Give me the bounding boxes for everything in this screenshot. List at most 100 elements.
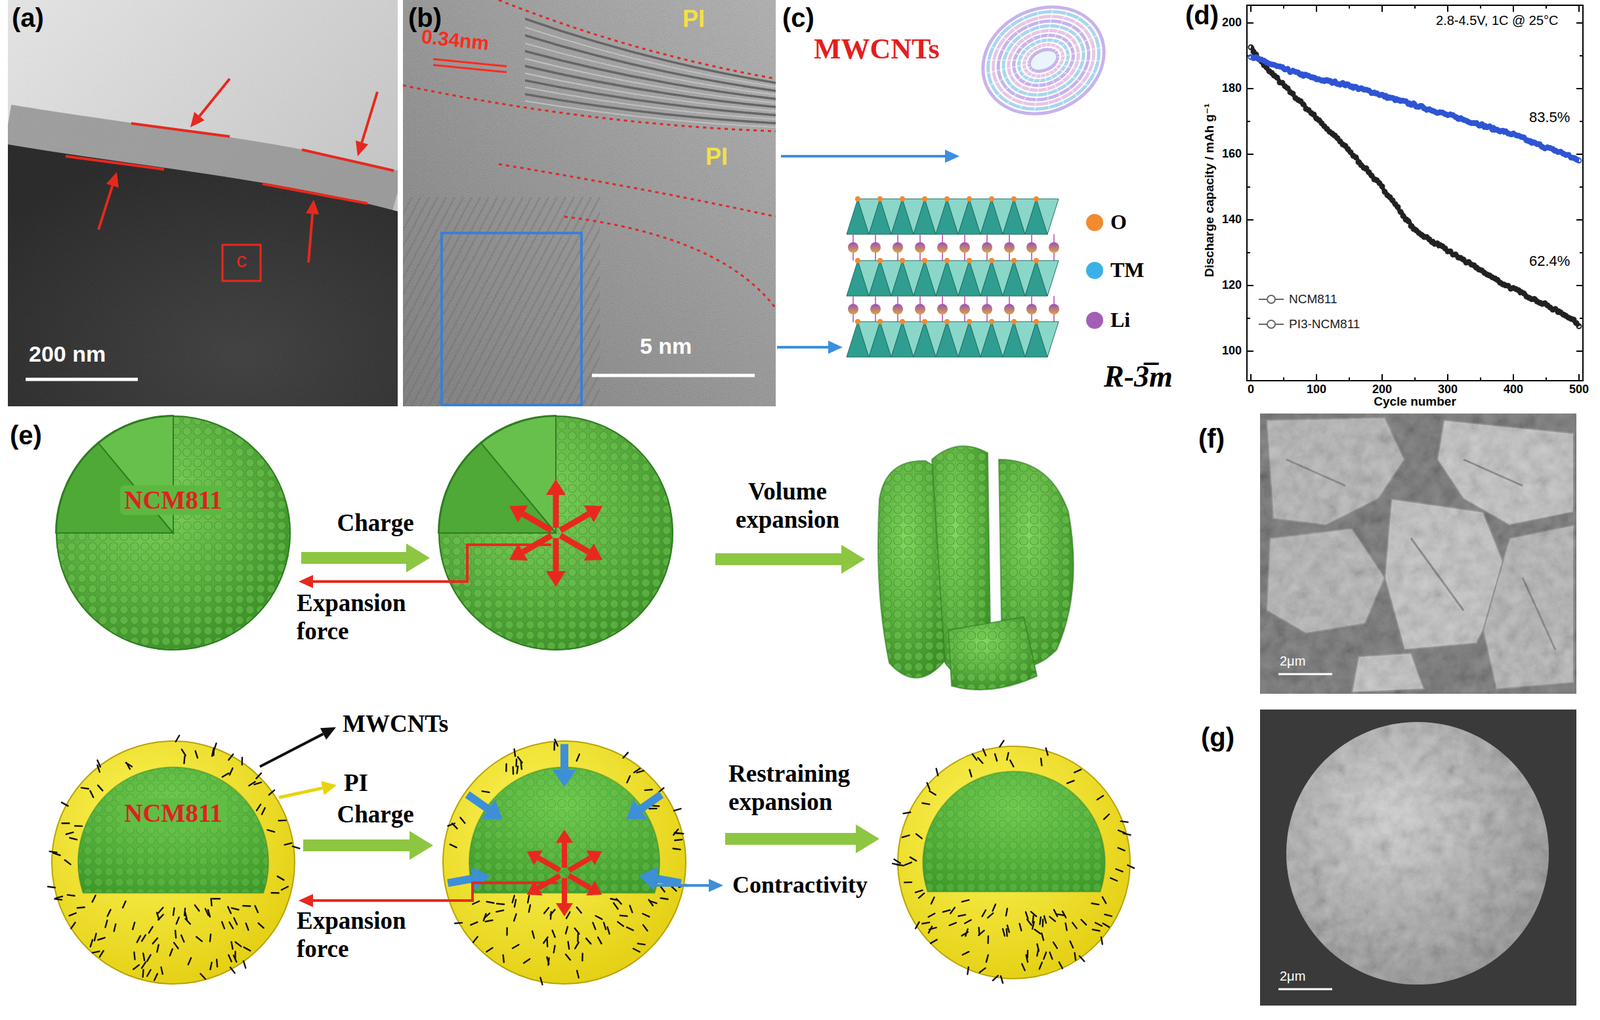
chart-frame-part <box>1479 5 1482 9</box>
coated-sphere-part <box>568 941 570 949</box>
sphere-outline-part <box>97 937 106 940</box>
coated-sphere-part <box>962 899 970 902</box>
leader-line <box>259 544 724 907</box>
sphere-outline-part <box>277 876 285 881</box>
sphere-outline-part <box>241 757 244 765</box>
sphere-outline-part <box>114 924 117 932</box>
hrtem-image-part <box>564 216 776 309</box>
layered-structure-part <box>1033 257 1039 264</box>
contraction-arrows-part <box>586 850 602 866</box>
coated-sphere-part <box>1103 923 1110 928</box>
coated-sphere-part <box>616 898 622 904</box>
sphere-outline-part <box>292 845 300 848</box>
coated-sphere-part <box>1067 780 1074 783</box>
layered-structure-part <box>922 196 928 202</box>
coated-sphere-part <box>897 746 1131 979</box>
text-label: 2μm <box>1279 653 1306 669</box>
sphere-outline-part <box>184 908 186 916</box>
layered-structure-part <box>989 196 995 202</box>
layered-structure-part <box>959 242 970 253</box>
coated-sphere-part <box>528 905 531 913</box>
coated-sphere-part <box>1080 919 1087 925</box>
coated-sphere-part <box>603 922 606 930</box>
sphere-outline-part <box>67 894 75 896</box>
sphere-outline-part <box>122 901 127 908</box>
coated-sphere-part <box>961 931 968 936</box>
text-label: (c) <box>782 2 815 33</box>
coated-sphere-part <box>565 926 568 934</box>
layered-structure-part <box>966 318 972 325</box>
sphere-outline-part <box>55 415 291 651</box>
coated-sphere-part <box>931 897 935 904</box>
sphere-outline-part <box>53 853 60 856</box>
nanotube-illustration-part <box>1057 38 1102 67</box>
sphere-outline-part <box>78 767 269 894</box>
sphere-outline-part <box>233 955 237 963</box>
coated-sphere-part <box>1074 769 1081 773</box>
data-series-part <box>1395 204 1401 210</box>
coated-sphere-part <box>1041 933 1044 941</box>
coated-sphere-part <box>962 951 970 955</box>
coated-sphere-part <box>1010 759 1014 767</box>
coated-sphere-part <box>576 906 582 913</box>
sphere-outline-part <box>200 973 206 980</box>
thickness-markers-part <box>355 140 369 157</box>
chart-frame-part <box>1283 5 1285 9</box>
thickness-markers-part <box>106 171 119 188</box>
legend-sample-part <box>1267 295 1276 304</box>
sphere-outline-part <box>228 754 233 760</box>
coated-sphere-part <box>922 771 1106 892</box>
sphere-outline-part <box>133 952 135 960</box>
sphere-outline-part <box>246 923 249 930</box>
layered-structure-part <box>855 196 861 202</box>
layered-structure-part <box>937 242 948 253</box>
process-arrow <box>725 824 880 854</box>
coated-sphere-part <box>1070 941 1074 948</box>
nanotube-illustration-part <box>985 6 1102 114</box>
thickness-markers-part <box>262 183 368 204</box>
sphere-outline-part <box>188 957 191 965</box>
sphere-outline-part <box>184 756 186 764</box>
chart-frame-part <box>1250 374 1252 381</box>
sphere-outline-part <box>194 905 200 911</box>
coated-sphere-part <box>1110 878 1117 881</box>
contraction-arrows-part <box>561 842 568 868</box>
coated-sphere-part <box>1002 928 1005 936</box>
coated-sphere-part <box>994 754 997 762</box>
text-label: 200 <box>1372 382 1392 397</box>
coated-sphere-part <box>1065 923 1068 931</box>
text-label: PI <box>705 143 728 170</box>
contraction-arrows-part <box>467 794 489 810</box>
coated-sphere-part <box>1025 912 1029 919</box>
coated-sphere-part <box>623 752 629 758</box>
leader-line-part <box>320 727 337 740</box>
layered-structure-part <box>989 318 995 325</box>
layered-structure-part <box>1048 303 1060 315</box>
coated-sphere-part <box>950 907 955 914</box>
sphere-outline-part <box>107 909 111 917</box>
legend-label: O <box>1110 210 1127 235</box>
sem-image-part-part <box>1286 721 1549 985</box>
coated-sphere-part <box>550 909 556 915</box>
text-label: 2μm <box>1279 968 1306 984</box>
text-label: c <box>236 248 247 273</box>
text-label: (g) <box>1200 721 1235 753</box>
expansion-arrows-part <box>523 513 552 531</box>
leader-line-part <box>313 882 558 901</box>
chart-frame-part <box>1578 5 1580 12</box>
chart-frame-part <box>1414 377 1416 381</box>
contraction-arrows-part <box>655 878 681 884</box>
coated-sphere-part <box>460 817 465 824</box>
expansion-arrows-part <box>560 513 589 531</box>
nanotube-illustration-part <box>984 54 1030 83</box>
coated-sphere-part <box>903 812 911 814</box>
text-label: PI <box>343 769 369 798</box>
coated-sphere-part <box>674 839 682 841</box>
data-series-part <box>1577 324 1582 329</box>
sphere-outline-part <box>231 941 233 949</box>
text-label: 5 nm <box>639 333 692 359</box>
chart-frame-part <box>1246 219 1254 221</box>
coated-sphere-part <box>546 956 549 965</box>
coated-sphere-part <box>517 766 519 774</box>
coated-sphere-part <box>1101 937 1103 945</box>
